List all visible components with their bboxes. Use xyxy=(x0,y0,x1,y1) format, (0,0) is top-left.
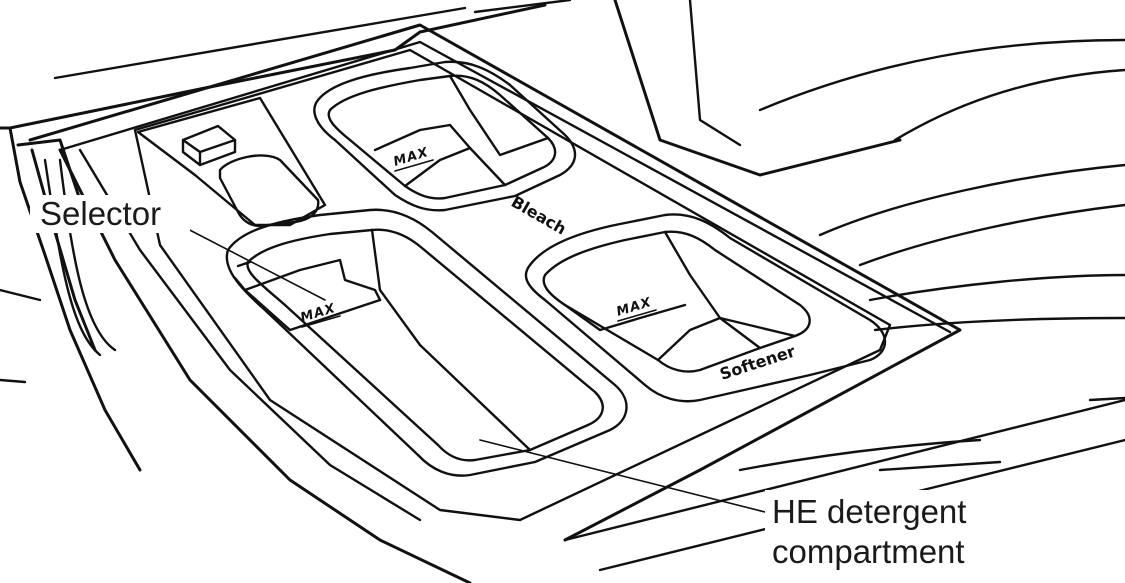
drawer-frame xyxy=(0,126,142,472)
max-mark-bleach: MAX xyxy=(392,145,434,172)
selector-callout: Selector xyxy=(40,195,161,232)
max-mark-detergent: MAX xyxy=(299,301,341,328)
detergent-callout-line1: HE detergent xyxy=(772,493,966,530)
softener-compartment xyxy=(524,213,887,403)
detergent-leader xyxy=(479,439,766,513)
leader-lines xyxy=(179,224,766,513)
selector-leader xyxy=(179,224,326,301)
bleach-label: Bleach xyxy=(508,192,570,239)
bleach-compartment xyxy=(313,60,577,212)
detergent-callout-line2: compartment xyxy=(772,533,965,570)
detergent-compartment xyxy=(225,208,628,477)
washer-body xyxy=(8,0,1125,472)
max-mark-softener: MAX xyxy=(615,295,657,322)
